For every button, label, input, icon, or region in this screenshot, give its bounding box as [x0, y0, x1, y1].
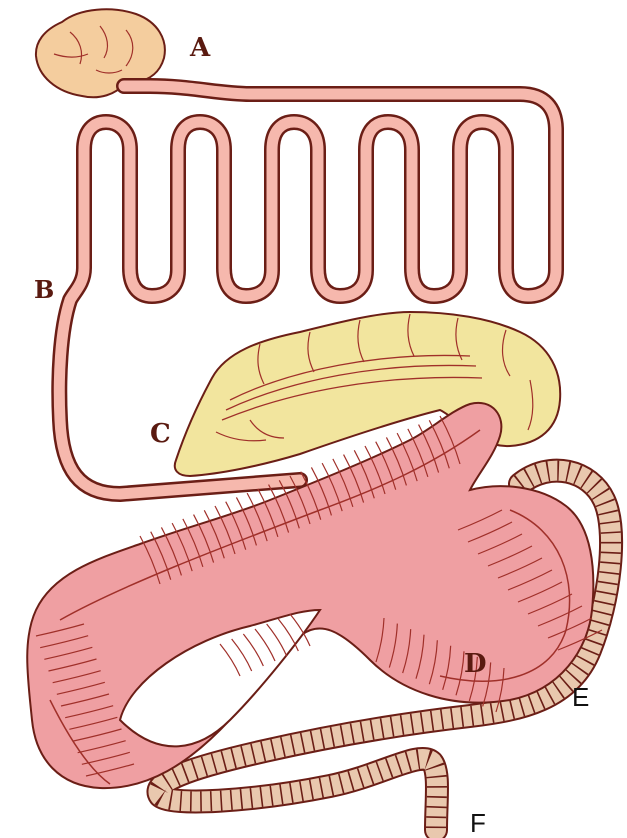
label-b: B [34, 275, 54, 304]
label-a: A [189, 33, 211, 63]
label-f: F [470, 808, 486, 838]
label-c: C [150, 419, 171, 449]
label-d: D [464, 649, 487, 679]
label-e: E [572, 682, 589, 712]
